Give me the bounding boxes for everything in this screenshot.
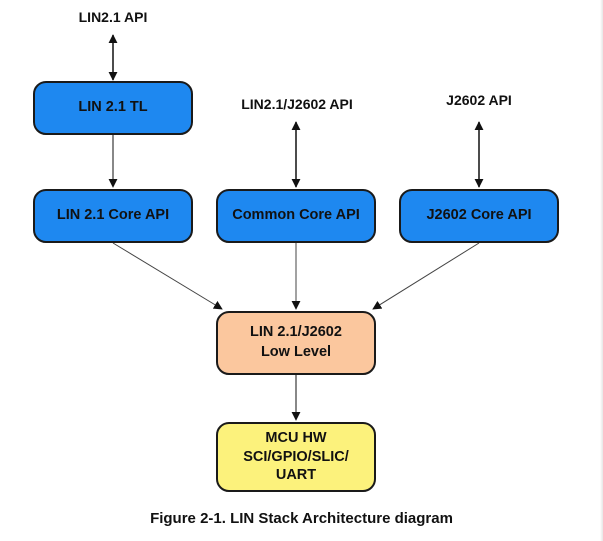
low-level-label-line2: Low Level <box>260 344 332 360</box>
lin21-core-api-label: LIN 2.1 Core API <box>56 207 170 224</box>
mcu-hw-label-line3: UART <box>275 467 317 484</box>
j2602-core-to-low-level-arrow <box>372 242 480 310</box>
mcu-hw-label-line1: MCU HW <box>265 429 327 446</box>
j2602-core-api-label: J2602 Core API <box>426 207 532 224</box>
lin21-tl-label: LIN 2.1 TL <box>78 99 148 116</box>
low-level-box: LIN 2.1/J2602 Low Level <box>216 311 376 375</box>
mcu-hw-label-line2: SCI/GPIO/SLIC/ <box>243 448 349 465</box>
figure-caption: Figure 2-1. LIN Stack Architecture diagr… <box>150 510 453 527</box>
mcu-hw-box: MCU HW SCI/GPIO/SLIC/ UART <box>216 422 376 492</box>
low-level-label-line1: LIN 2.1/J2602 <box>250 324 342 341</box>
common-api-label: LIN2.1/J2602 API <box>241 96 353 112</box>
page-edge <box>600 0 603 541</box>
lin21-tl-box: LIN 2.1 TL <box>33 81 193 135</box>
lin21-core-to-low-level-arrow <box>112 242 223 310</box>
j2602-core-api-box: J2602 Core API <box>399 189 559 243</box>
j2602-api-label: J2602 API <box>446 92 512 108</box>
lin21-core-api-box: LIN 2.1 Core API <box>33 189 193 243</box>
lin21-api-label: LIN2.1 API <box>78 9 148 25</box>
common-core-api-box: Common Core API <box>216 189 376 243</box>
common-core-api-label: Common Core API <box>232 207 360 224</box>
